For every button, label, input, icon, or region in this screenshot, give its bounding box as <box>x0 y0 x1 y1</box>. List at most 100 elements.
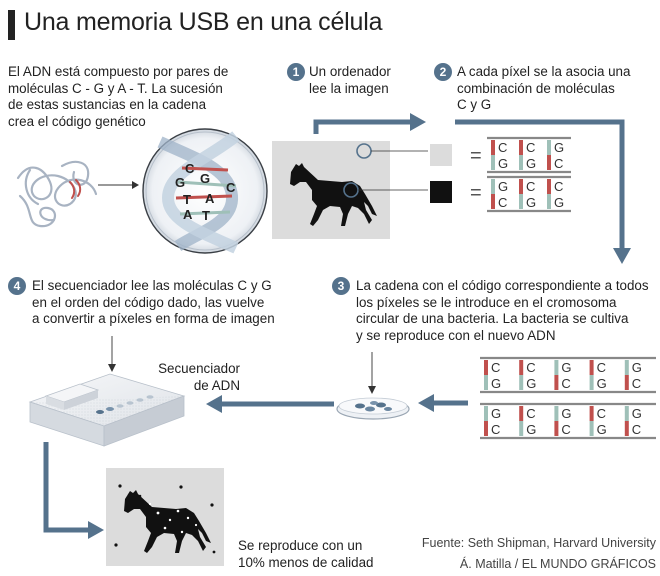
base-letter: G <box>498 179 508 194</box>
protein-ribbon-icon <box>16 160 98 228</box>
petri-dish-icon <box>336 352 410 420</box>
step-3-text: La cadena con el código correspondiente … <box>356 278 649 343</box>
base-letter: G <box>491 406 501 421</box>
base-letter: G <box>526 376 536 391</box>
base-letter: G <box>526 422 536 437</box>
base-letter: G <box>498 156 508 171</box>
dna-letter: C <box>226 180 236 195</box>
dna-letters: C G G C T A A T <box>175 161 236 223</box>
base-letter: C <box>498 195 507 210</box>
base-bar <box>589 421 594 436</box>
base-letter: G <box>561 406 571 421</box>
arrow-step2-to-step3 <box>455 119 631 264</box>
credit-text: Á. Matilla / EL MUNDO GRÁFICOS <box>459 557 656 571</box>
base-letter: G <box>597 376 607 391</box>
step-4-badge: 4 <box>8 277 26 295</box>
base-bar <box>624 421 629 436</box>
base-bar <box>519 406 524 421</box>
base-bar <box>491 155 495 170</box>
dna-letter: G <box>200 171 210 186</box>
base-bar <box>624 406 629 421</box>
base-letter: G <box>632 360 642 375</box>
source-text: Fuente: Seth Shipman, Harvard University <box>421 536 656 550</box>
base-letter: C <box>554 156 563 171</box>
dna-letter: A <box>183 207 193 222</box>
dna-letter: T <box>183 192 191 207</box>
base-bar <box>519 179 523 194</box>
base-bar <box>491 194 495 209</box>
equals-sign-black: = <box>470 182 482 204</box>
base-letter: G <box>632 406 642 421</box>
base-bar <box>519 421 524 436</box>
base-bar <box>519 140 523 155</box>
base-letter: G <box>561 360 571 375</box>
base-letter: C <box>498 140 507 155</box>
base-letter: G <box>526 195 536 210</box>
base-letter: C <box>632 376 641 391</box>
black-pixel <box>430 181 452 203</box>
protein-highlight-icon <box>69 179 82 199</box>
intro-text: El ADN está compuesto por pares de moléc… <box>8 64 229 129</box>
arrow-step1-to-step2 <box>313 113 426 134</box>
base-bar <box>554 375 559 390</box>
arrow-to-cell <box>98 181 139 189</box>
base-letter: C <box>526 360 535 375</box>
base-letter: C <box>491 360 500 375</box>
base-bar <box>547 140 551 155</box>
equals-sign-white: = <box>470 145 482 167</box>
arrow-sequencer-to-result <box>43 442 104 539</box>
base-letter: G <box>491 376 501 391</box>
step-1-text: Un ordenador lee la imagen <box>309 64 391 96</box>
base-letter: C <box>526 179 535 194</box>
result-horse-icon <box>124 490 211 553</box>
horse-image-panel <box>272 141 428 239</box>
step-2-text: A cada píxel se la asocia una combinació… <box>457 64 631 112</box>
base-bar <box>519 155 523 170</box>
base-bar <box>589 375 594 390</box>
step-1-badge: 1 <box>287 63 305 81</box>
base-letter: C <box>561 376 570 391</box>
page-title: Una memoria USB en una célula <box>24 8 383 36</box>
sequencer-machine-icon <box>28 373 186 447</box>
base-bar <box>484 406 488 421</box>
base-letter: C <box>526 406 535 421</box>
base-bar <box>519 360 524 375</box>
result-text: Se reproduce con un 10% menos de calidad <box>238 538 374 570</box>
step-4-text: El secuenciador lee las moléculas C y G … <box>32 278 275 326</box>
base-bar <box>554 421 559 436</box>
base-bar <box>554 406 559 421</box>
base-letter: C <box>491 422 500 437</box>
base-letter: G <box>554 195 564 210</box>
base-letter: C <box>554 179 563 194</box>
base-bar <box>484 360 488 375</box>
horse-icon <box>290 163 377 226</box>
title-bar <box>8 10 15 40</box>
sequencer-label: Secuenciador de ADN <box>158 361 240 393</box>
base-bar <box>491 140 495 155</box>
arrow-chain-to-dish <box>418 394 468 412</box>
result-image-panel <box>106 468 224 566</box>
base-bar <box>589 360 594 375</box>
base-letter: C <box>561 422 570 437</box>
base-letter: C <box>526 140 535 155</box>
base-letter: G <box>597 422 607 437</box>
dna-letter: G <box>175 175 185 190</box>
arrow-to-sequencer <box>108 336 116 372</box>
base-bar <box>519 375 524 390</box>
step-3-badge: 3 <box>332 277 350 295</box>
step-2-badge: 2 <box>434 63 452 81</box>
white-pixel <box>430 144 452 166</box>
base-bar <box>554 360 559 375</box>
base-bar <box>547 179 551 194</box>
dna-letter: C <box>185 161 195 176</box>
dna-letter: A <box>205 191 215 206</box>
base-bar <box>589 406 594 421</box>
base-bar <box>624 375 629 390</box>
arrow-dish-to-sequencer <box>206 395 334 413</box>
base-bar <box>624 360 629 375</box>
base-letter: C <box>597 360 606 375</box>
